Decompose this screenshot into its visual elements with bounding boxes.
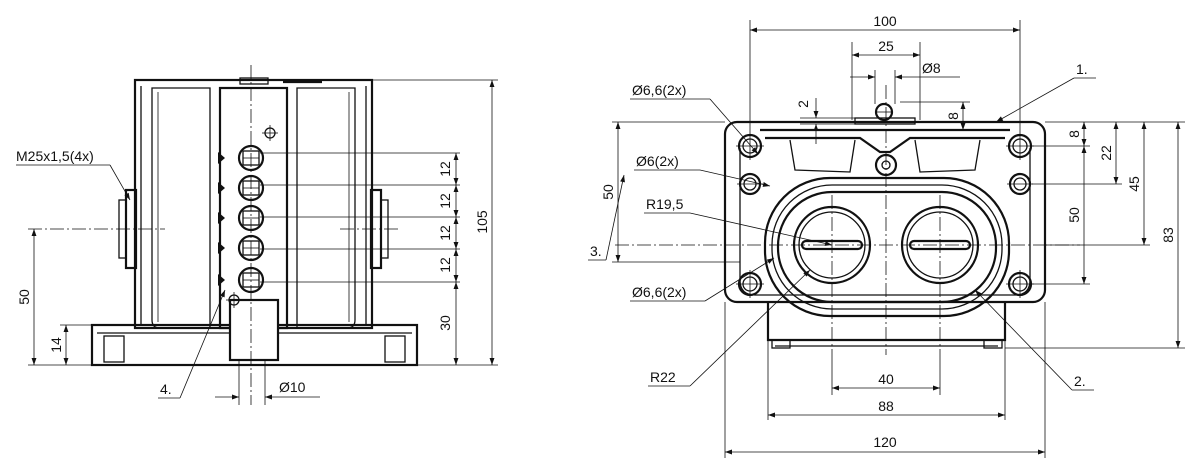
- dim-50-right: 50: [1066, 207, 1082, 223]
- callout-r22: R22: [650, 369, 676, 385]
- dim-100: 100: [873, 13, 897, 29]
- stadium-outer: [763, 176, 1011, 318]
- dim-8-a: 8: [945, 112, 961, 120]
- dim-105: 105: [474, 210, 490, 234]
- dim-12-a: 12: [437, 161, 453, 177]
- dim-12-c: 12: [437, 225, 453, 241]
- dim-22: 22: [1098, 145, 1114, 161]
- callout-ref-3: 3.: [590, 243, 602, 259]
- dim-2: 2: [795, 100, 811, 108]
- dim-88: 88: [878, 398, 894, 414]
- dim-dia8: Ø8: [922, 60, 941, 76]
- callout-ref-1: 1.: [1076, 61, 1088, 77]
- callout-hole6: Ø6(2x): [636, 153, 679, 169]
- callout-r195: R19,5: [646, 196, 684, 212]
- dim-14: 14: [48, 337, 64, 353]
- callout-ref-2: 2.: [1074, 373, 1086, 389]
- dim-30: 30: [437, 315, 453, 331]
- dim-45: 45: [1126, 176, 1142, 192]
- dim-12-b: 12: [437, 193, 453, 209]
- dim-83: 83: [1160, 227, 1176, 243]
- dim-8-b: 8: [1066, 130, 1082, 138]
- callout-ref-4: 4.: [160, 381, 172, 397]
- callout-hole66-bottom: Ø6,6(2x): [632, 284, 686, 300]
- dim-dia10: Ø10: [279, 379, 306, 395]
- callout-hole66-top: Ø6,6(2x): [632, 82, 686, 98]
- front-view: 100 25 Ø8 2 8 8 22 50 45 83 50 40: [588, 13, 1185, 458]
- dim-50-side: 50: [16, 289, 32, 305]
- mounting-holes: [736, 132, 1034, 298]
- dim-12-d: 12: [437, 257, 453, 273]
- dim-50-left: 50: [600, 184, 616, 200]
- callout-thread: M25x1,5(4x): [16, 148, 94, 164]
- dim-40: 40: [878, 371, 894, 387]
- dim-120: 120: [873, 434, 897, 450]
- dim-25: 25: [878, 38, 894, 54]
- side-view: 105 12 12 12 12 30 50 14 Ø10 M25x1,5(4x)…: [16, 65, 498, 405]
